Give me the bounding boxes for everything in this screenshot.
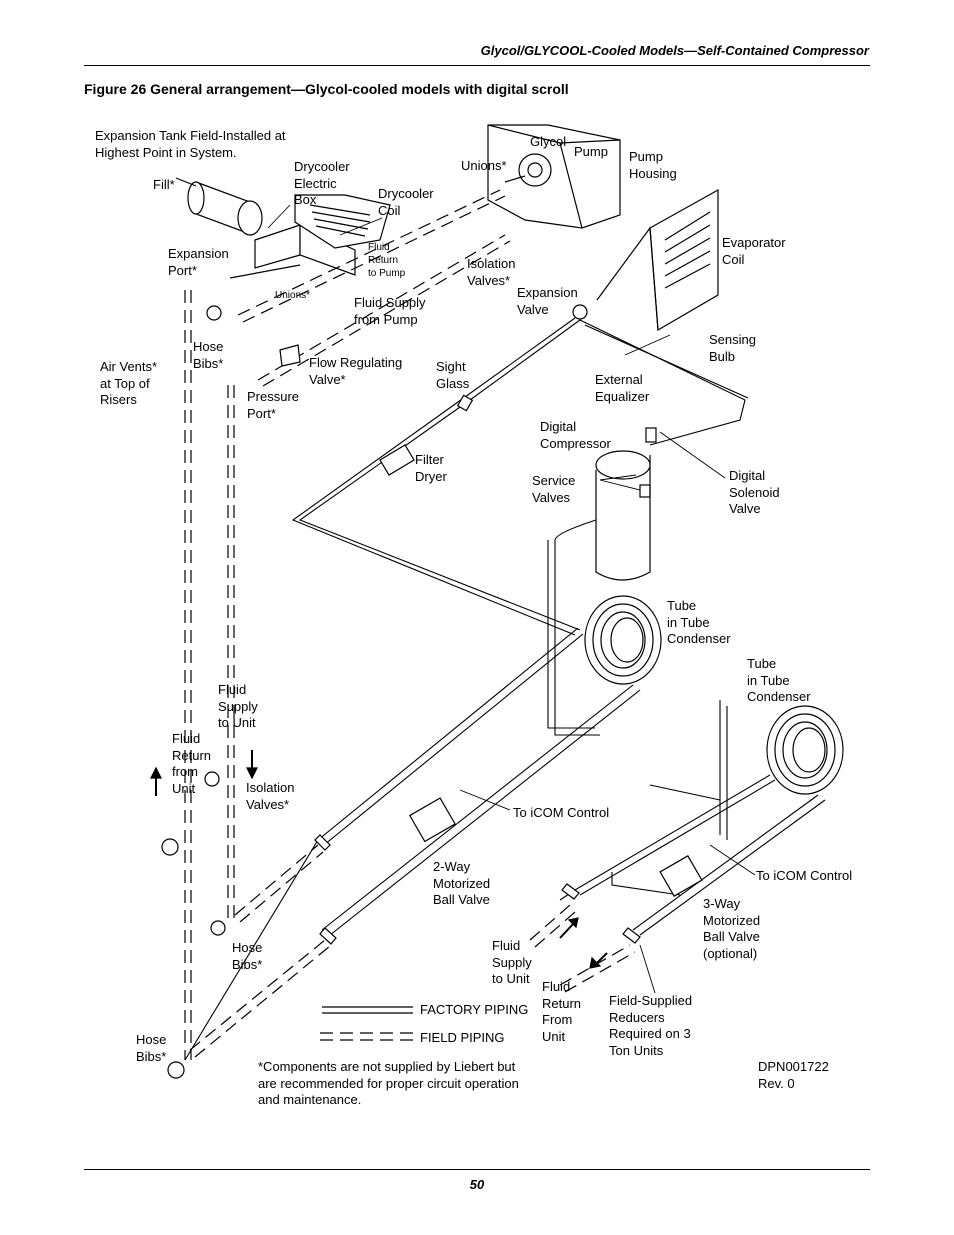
valves-and-fittings (161, 304, 703, 1079)
footnote: *Components are not supplied by Liebert … (258, 1059, 519, 1107)
flow-arrows (150, 750, 608, 969)
legend-field-piping: FIELD PIPING (420, 1030, 505, 1045)
label-to-icom-control-2: To iCOM Control (756, 868, 853, 883)
label-unions-small: Unions* (275, 290, 311, 301)
pump-housing (487, 124, 621, 229)
figure-caption: Figure 26 General arrangement—Glycol-coo… (84, 81, 569, 97)
footer-rule (84, 1169, 870, 1170)
label-glycol: Glycol (530, 134, 567, 149)
legend-factory-piping: FACTORY PIPING (420, 1002, 529, 1017)
digital-compressor (595, 427, 657, 581)
leader-lines (267, 204, 756, 994)
document-header: Glycol/GLYCOOL-Cooled Models—Self-Contai… (480, 43, 869, 58)
page-number: 50 (469, 1177, 485, 1192)
expansion-tank (175, 177, 263, 236)
label-pump: Pump (574, 144, 608, 159)
drycooler (229, 194, 391, 279)
label-to-icom-control-1: To iCOM Control (513, 805, 610, 820)
label-unions-top: Unions* (461, 158, 507, 173)
label-fill: Fill* (153, 177, 175, 192)
header-rule (84, 65, 870, 66)
condenser-coil-1 (584, 595, 662, 685)
evaporator-coil (596, 188, 719, 331)
condenser-coil-2 (766, 705, 844, 795)
legend-lines (320, 1006, 413, 1041)
